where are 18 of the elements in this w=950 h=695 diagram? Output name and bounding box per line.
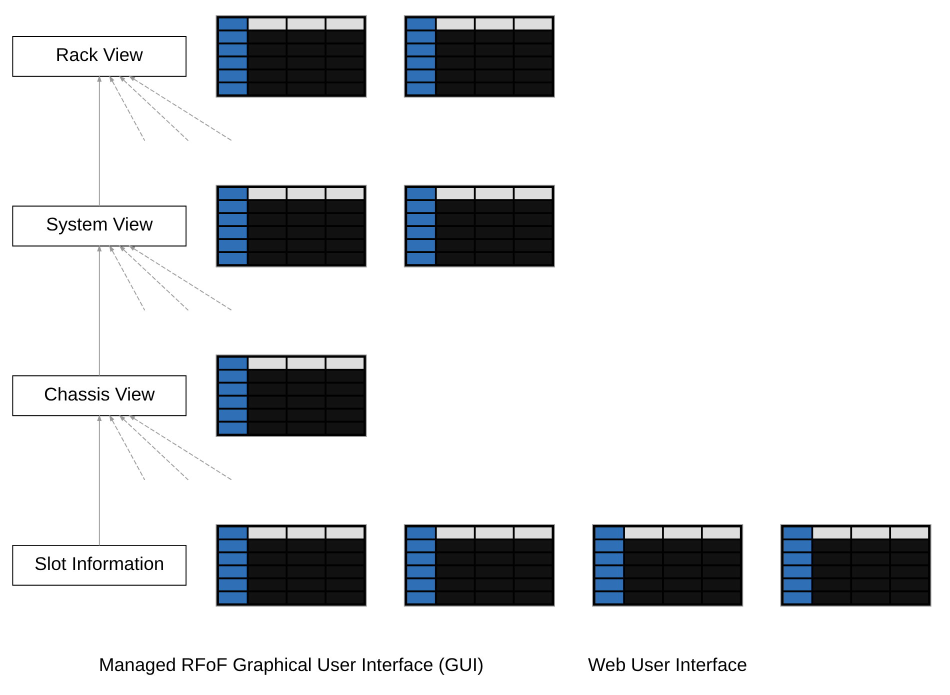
arrow	[96, 75, 102, 207]
arrow	[108, 414, 145, 480]
label: Web User Interface	[588, 654, 747, 676]
arrow	[128, 245, 232, 311]
arrow	[118, 245, 188, 311]
arrow	[118, 76, 188, 142]
arrow	[96, 244, 102, 376]
arrow	[108, 75, 145, 142]
arrow	[108, 245, 145, 311]
label: Managed RFoF Graphical User Interface (GUI)	[98, 654, 484, 676]
arrow	[128, 76, 232, 142]
node-box: Chassis View	[12, 375, 186, 416]
arrow	[128, 415, 232, 480]
node-box: Rack View	[12, 36, 186, 77]
node-box: Slot Information	[12, 544, 186, 586]
arrow	[96, 414, 102, 546]
arrow	[118, 415, 188, 480]
node-box: System View	[12, 206, 186, 246]
